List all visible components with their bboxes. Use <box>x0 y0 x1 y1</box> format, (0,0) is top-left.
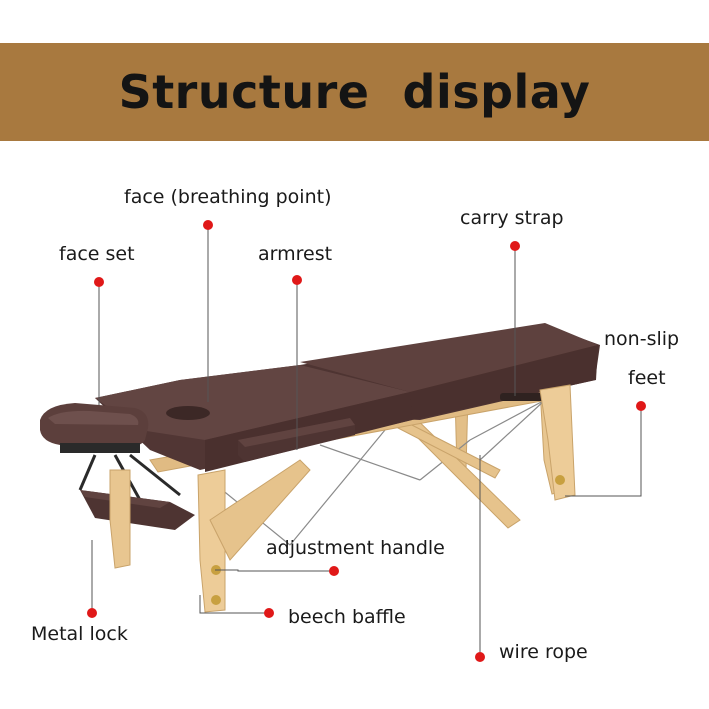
face-set <box>40 403 195 530</box>
marker-metal-lock <box>87 608 97 618</box>
marker-adjustment-handle <box>329 566 339 576</box>
label-adjustment-handle: adjustment handle <box>266 537 445 559</box>
marker-beech-baffle <box>264 608 274 618</box>
leader-lines <box>91 225 642 657</box>
marker-face-breathing-point <box>203 220 213 230</box>
marker-armrest <box>292 275 302 285</box>
label-feet: feet <box>628 367 666 389</box>
label-face-set: face set <box>59 243 135 265</box>
label-metal-lock: Metal lock <box>31 623 128 645</box>
front-legs <box>109 384 576 613</box>
table-top <box>95 323 600 472</box>
label-wire-rope: wire rope <box>499 641 588 663</box>
label-armrest: armrest <box>258 243 333 265</box>
marker-dots <box>87 220 646 662</box>
label-face-breathing-point: face (breathing point) <box>124 186 332 208</box>
page-title: Structure display <box>118 65 591 119</box>
label-carry-strap: carry strap <box>460 207 564 229</box>
marker-wire-rope <box>475 652 485 662</box>
marker-carry-strap <box>510 241 520 251</box>
label-beech-baffle: beech baffle <box>288 606 406 628</box>
label-non-slip: non-slip <box>604 328 680 350</box>
marker-face-set <box>94 277 104 287</box>
title-banner: Structure display <box>0 43 709 141</box>
marker-non-slip-feet <box>636 401 646 411</box>
